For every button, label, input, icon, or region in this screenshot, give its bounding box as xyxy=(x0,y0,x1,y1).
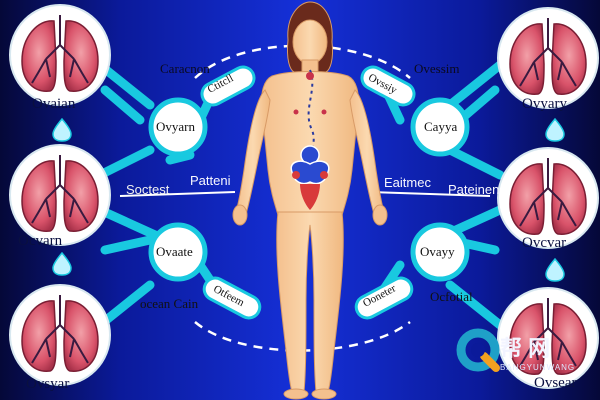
circle-label: Ovaate xyxy=(156,244,193,259)
caption-bottom-left: ocean Cain xyxy=(140,296,199,311)
circle-label: Ovayy xyxy=(420,244,455,259)
node-circle xyxy=(410,97,470,157)
droplet-icon xyxy=(545,258,565,282)
watermark-title: 帮 网 xyxy=(500,336,551,361)
node-circle xyxy=(410,222,470,282)
lungs-icon xyxy=(497,7,599,109)
watermark-subtitle: BANGYUNWANG xyxy=(500,363,576,372)
droplet-icon xyxy=(52,118,72,142)
human-figure xyxy=(232,1,388,400)
caption-middle-left: Soctest xyxy=(126,182,170,197)
caption-middle-right: Eaitmec xyxy=(384,175,431,190)
pill-shape xyxy=(354,276,414,320)
node-circle xyxy=(148,97,208,157)
caption-patient-left: Patteni xyxy=(190,173,231,188)
q-logo-icon xyxy=(456,328,500,372)
organ-label: Ovaian xyxy=(32,96,76,112)
organ-label: Ovyary xyxy=(522,96,567,112)
lungs-icon xyxy=(9,284,111,386)
circle-label: Cayya xyxy=(424,119,458,134)
organ-label: Ovsyar xyxy=(26,376,70,392)
dashed-arc-bottom xyxy=(194,321,411,352)
lungs-icon xyxy=(497,147,599,249)
lungs-icon xyxy=(9,4,111,106)
pill-shape xyxy=(360,65,416,107)
droplet-icon xyxy=(545,118,565,142)
caption-bottom-right: Ocfotial xyxy=(430,289,473,304)
caption-patient-right: Pateinen xyxy=(448,182,500,197)
organ-label: Ocvarn xyxy=(18,233,63,249)
pill-shape xyxy=(200,65,256,107)
organ-label: Ovsear xyxy=(534,375,577,391)
pill-shape xyxy=(202,276,262,320)
circle-label: Ovyarn xyxy=(156,119,195,134)
node-circle xyxy=(148,222,208,282)
caption-top-right: Ovessim xyxy=(414,61,460,76)
organ-label: Ovcvar xyxy=(522,235,567,251)
lungs-icon xyxy=(9,144,111,246)
label-lines xyxy=(119,191,491,197)
connectors-left xyxy=(95,60,225,330)
caption-top-left: Caracnon xyxy=(160,61,210,76)
droplet-icon xyxy=(52,252,72,276)
organ-system xyxy=(290,69,330,210)
